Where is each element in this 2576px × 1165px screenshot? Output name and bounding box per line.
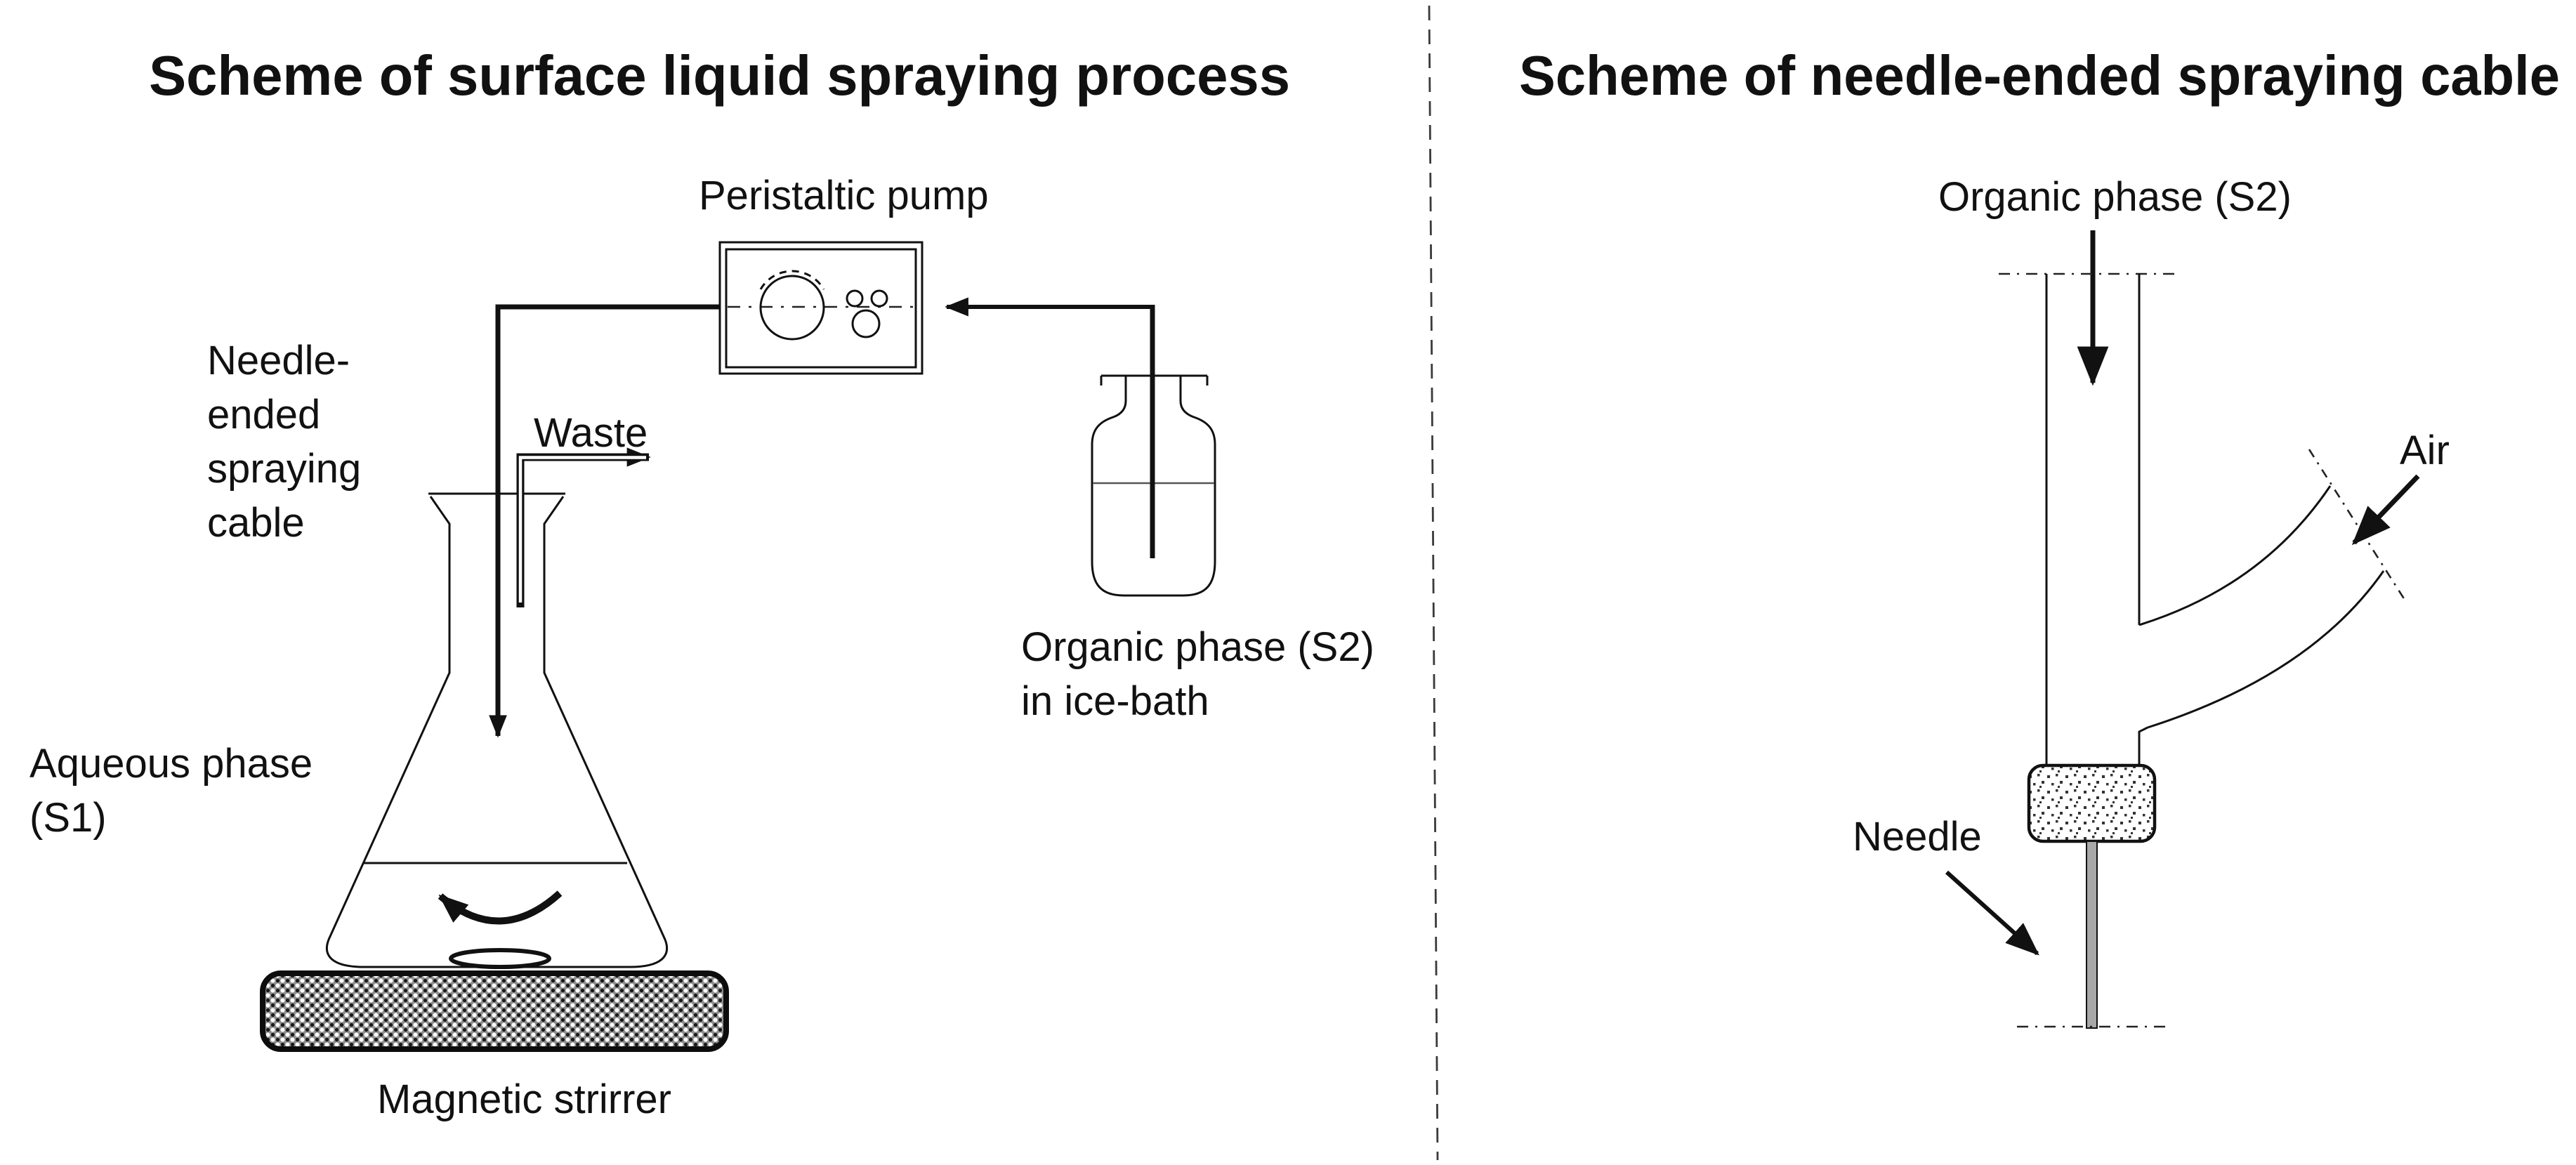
aqueous-label-line2: (S1) [29, 795, 107, 841]
erlenmeyer-flask [325, 492, 669, 969]
pump-label: Peristaltic pump [699, 173, 989, 218]
cable-label-line3: spraying [207, 446, 361, 492]
pump-rollers-small [846, 289, 888, 338]
air-branch-upper-curve [2138, 485, 2332, 626]
waste-tube-arrow: Waste [516, 410, 651, 607]
organic-bottle: Organic phase (S2) in ice-bath [1021, 305, 1374, 724]
air-pointer-arrow [2351, 474, 2420, 546]
cable-label: Needle- ended spraying cable [207, 338, 361, 546]
spray-tube [2045, 274, 2148, 765]
right-scheme: Scheme of needle-ended spraying cable Or… [1519, 44, 2560, 1029]
bottle-flange-ticks [1100, 376, 1209, 386]
right-title: Scheme of needle-ended spraying cable [1519, 44, 2560, 107]
stir-rotation-arrow [438, 890, 563, 925]
needle-shaft [2086, 841, 2098, 1029]
organic-right-label: Organic phase (S2) [1938, 174, 2292, 220]
pump-roller-dashed-arc [759, 270, 825, 290]
cable-label-line4: cable [207, 500, 305, 546]
stirrer-label: Magnetic strirrer [377, 1077, 671, 1122]
bottle-body [1091, 376, 1216, 597]
left-scheme: Scheme of surface liquid spraying proces… [29, 44, 1374, 1122]
aqueous-label: Aqueous phase (S1) [29, 741, 313, 841]
stir-bar [449, 948, 551, 969]
cable-label-line2: ended [207, 392, 320, 437]
magnetic-stirrer-plate: Magnetic strirrer [260, 970, 729, 1122]
air-label: Air [2400, 428, 2450, 473]
cable-label-line1: Needle- [207, 338, 350, 383]
pump-roller-large [759, 275, 825, 341]
connector-block [2027, 763, 2157, 843]
scheme-divider [1428, 5, 1439, 1161]
tube-right-wall-lower [2138, 726, 2148, 765]
air-branch: Air [2138, 428, 2450, 729]
waste-label: Waste [534, 410, 648, 456]
needle-label: Needle [1853, 814, 1982, 860]
peristaltic-pump-box: Peristaltic pump [699, 173, 989, 375]
organic-left-label-line2: in ice-bath [1021, 678, 1209, 724]
organic-left-label-line1: Organic phase (S2) [1021, 624, 1374, 670]
aqueous-label-line1: Aqueous phase [29, 741, 313, 786]
needle-pointer-arrow [1945, 870, 2039, 956]
air-branch-lower-curve [2147, 570, 2385, 729]
left-title: Scheme of surface liquid spraying proces… [149, 44, 1290, 107]
spraying-cable-line [489, 304, 720, 738]
